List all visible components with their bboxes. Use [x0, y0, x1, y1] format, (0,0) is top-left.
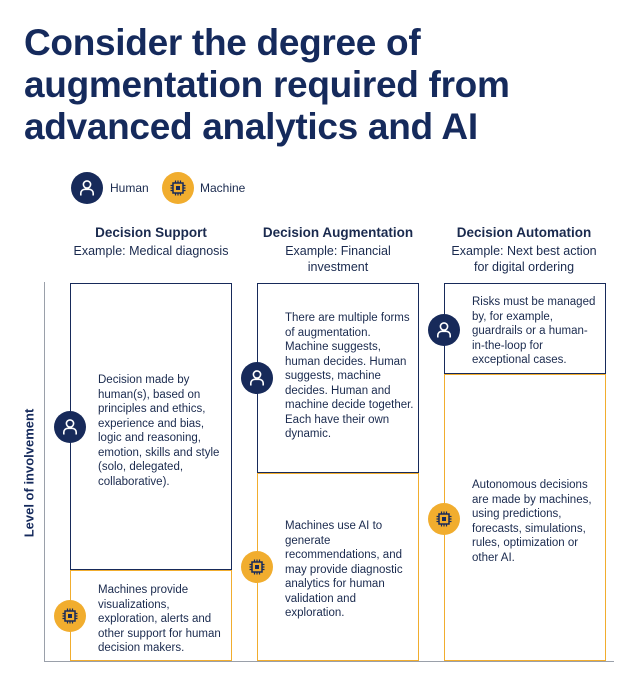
- column-example: Example: Next best action for digital or…: [451, 244, 597, 274]
- title-line: augmentation required from: [24, 64, 510, 105]
- support-machine-text: Machines provide visualizations, explora…: [98, 584, 221, 654]
- title-line: Consider the degree of: [24, 22, 421, 63]
- title-line: advanced analytics and AI: [24, 106, 478, 147]
- column-title: Decision Automation: [456, 225, 592, 240]
- automation-machine-text: Autonomous decisions are made by machine…: [472, 479, 592, 564]
- page-title: Consider the degree of augmentation requ…: [24, 22, 624, 148]
- column-example: Example: Medical diagnosis: [73, 244, 229, 258]
- column-title: Decision Augmentation: [262, 225, 414, 240]
- augmentation-machine-box: Machines use AI to generate recommendati…: [257, 473, 419, 661]
- legend-machine-label: Machine: [200, 181, 246, 195]
- column-heading-support: Decision Support Example: Medical diagno…: [46, 224, 256, 260]
- person-icon: [54, 411, 86, 443]
- support-machine-box: Machines provide visualizations, explora…: [70, 570, 232, 661]
- person-icon: [241, 362, 273, 394]
- column-title: Decision Support: [95, 225, 207, 240]
- automation-human-box: Risks must be managed by, for example, g…: [444, 283, 606, 374]
- axis-label: Level of involvement: [21, 408, 37, 538]
- chip-icon: [54, 600, 86, 632]
- column-heading-automation: Decision Automation Example: Next best a…: [419, 224, 629, 275]
- augmentation-machine-text: Machines use AI to generate recommendati…: [285, 520, 403, 619]
- person-icon: [71, 172, 103, 204]
- augmentation-human-text: There are multiple forms of augmentation…: [285, 312, 414, 440]
- chip-icon: [162, 172, 194, 204]
- automation-machine-box: Autonomous decisions are made by machine…: [444, 374, 606, 661]
- augmentation-human-box: There are multiple forms of augmentation…: [257, 283, 419, 473]
- column-heading-augmentation: Decision Augmentation Example: Financial…: [233, 224, 443, 275]
- chip-icon: [241, 551, 273, 583]
- chip-icon: [428, 503, 460, 535]
- automation-human-text: Risks must be managed by, for example, g…: [472, 296, 596, 366]
- legend-human-label: Human: [110, 181, 149, 195]
- support-human-text: Decision made by human(s), based on prin…: [98, 374, 220, 488]
- support-human-box: Decision made by human(s), based on prin…: [70, 283, 232, 570]
- y-axis-line: [44, 282, 45, 662]
- column-example: Example: Financial investment: [285, 244, 391, 274]
- person-icon: [428, 314, 460, 346]
- x-axis-line: [44, 661, 614, 662]
